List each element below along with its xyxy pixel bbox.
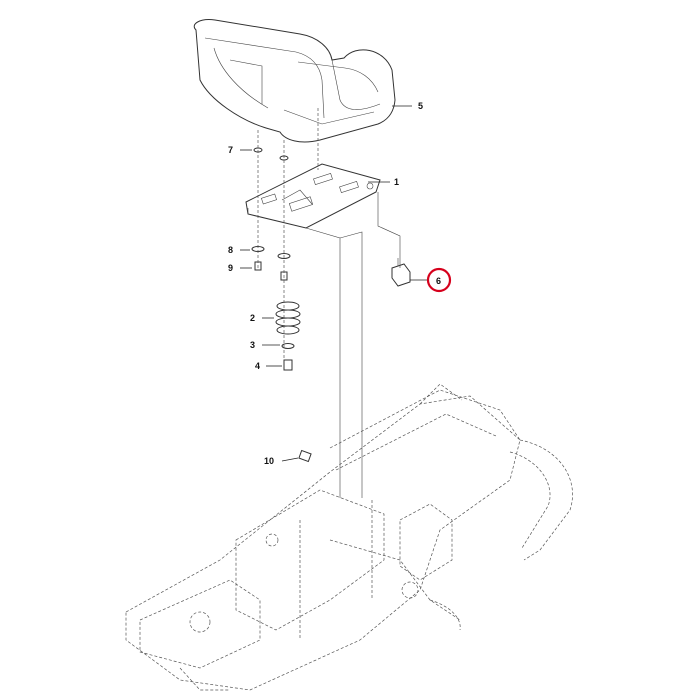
- hardware-9-bolt[interactable]: [254, 261, 288, 281]
- spring[interactable]: [275, 301, 301, 335]
- hardware-4-bolt[interactable]: [283, 359, 293, 371]
- seat[interactable]: [193, 19, 396, 143]
- part-label-5[interactable]: 5: [418, 101, 423, 111]
- part-label-4[interactable]: 4: [255, 361, 260, 371]
- hardware-7-nut[interactable]: [253, 147, 289, 161]
- seat-switch[interactable]: [391, 258, 411, 287]
- hardware-3-washer[interactable]: [281, 343, 295, 349]
- part-label-3[interactable]: 3: [250, 340, 255, 350]
- part-label-8[interactable]: 8: [228, 245, 233, 255]
- part-label-7[interactable]: 7: [228, 145, 233, 155]
- hardware-10-bolt[interactable]: [298, 449, 312, 463]
- part-label-9[interactable]: 9: [228, 263, 233, 273]
- seat-plate[interactable]: [245, 163, 381, 229]
- part-label-6[interactable]: 6: [436, 276, 441, 286]
- part-label-10[interactable]: 10: [264, 456, 274, 466]
- part-label-1[interactable]: 1: [394, 177, 399, 187]
- tractor-frame: [125, 383, 573, 691]
- hardware-8-washer[interactable]: [251, 246, 291, 259]
- highlight-ring: [426, 267, 452, 293]
- part-label-2[interactable]: 2: [250, 313, 255, 323]
